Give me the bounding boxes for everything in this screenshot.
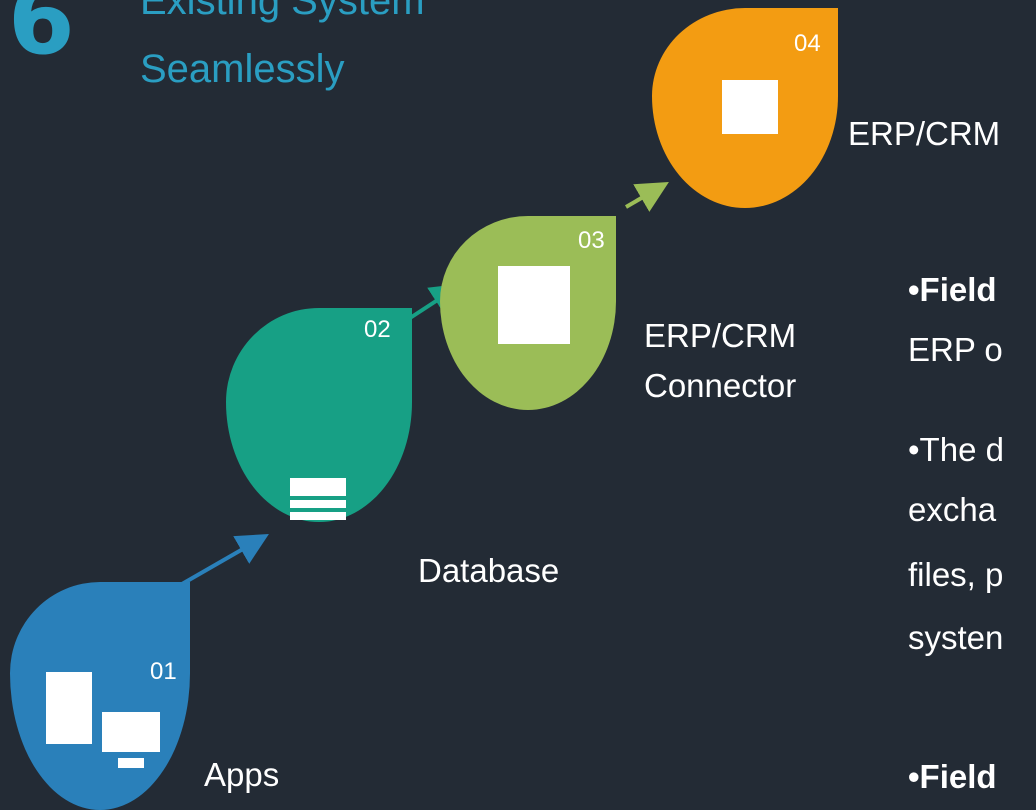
bullet-2-cont-1: excha	[908, 491, 997, 528]
step-03-label-line1: ERP/CRM	[644, 317, 797, 354]
arrow-03-04	[624, 181, 669, 212]
title-line-2: Seamlessly	[140, 47, 345, 91]
bullet-1: •Field	[908, 271, 997, 308]
apps-icon	[46, 672, 166, 772]
step-01-drop	[10, 582, 190, 810]
database-icon	[290, 478, 346, 530]
title-line-1: Existing System	[140, 0, 425, 23]
arrow-01-02	[181, 534, 269, 586]
bullet-2: •The d	[908, 431, 1004, 468]
step-01-label: Apps	[204, 756, 280, 793]
bullet-2-cont-3: systen	[908, 619, 1004, 656]
bullet-3: •Field	[908, 758, 997, 795]
step-02-number: 02	[364, 316, 391, 343]
step-04-number: 04	[794, 30, 821, 57]
bullet-2-cont-2: files, p	[908, 556, 1004, 593]
erp-icon	[722, 80, 778, 134]
title-number: 6	[8, 0, 75, 76]
step-01-number: 01	[150, 658, 177, 685]
bullet-1-cont: ERP o	[908, 331, 1003, 368]
step-02-label: Database	[418, 552, 560, 589]
connector-icon	[498, 266, 570, 344]
step-04-label: ERP/CRM	[848, 115, 1001, 152]
step-03-number: 03	[578, 227, 605, 254]
step-03-label-line2: Connector	[644, 367, 797, 404]
